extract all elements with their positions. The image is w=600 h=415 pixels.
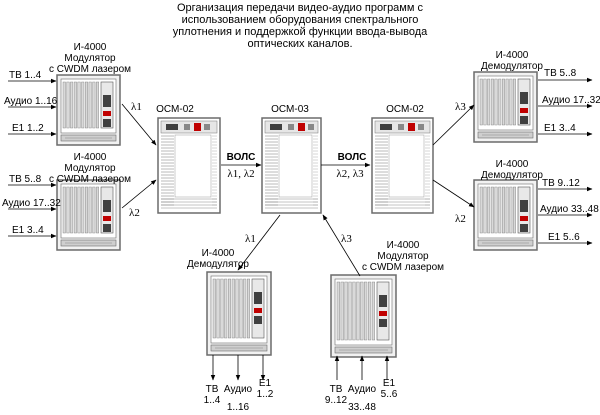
svg-text:Модулятор: Модулятор: [64, 53, 116, 64]
io-label: 5..6: [381, 389, 398, 400]
title-line-3: уплотнения и поддержкой функции ввода-вы…: [173, 26, 428, 38]
optical-links: λ1 λ2 ВОЛС λ1, λ2 ВОЛС λ2, λ3 λ3 λ2 λ1 λ…: [121, 101, 475, 277]
caption-dem-tr: И-4000 Демодулятор: [481, 50, 543, 72]
svg-text:Модулятор: Модулятор: [377, 251, 429, 262]
rack-dem-tr: [473, 71, 538, 143]
lambda-1-label: λ1: [131, 101, 142, 113]
osm-center: [261, 117, 322, 214]
svg-text:И-4000: И-4000: [74, 42, 107, 53]
io-label: Аудио 1..16: [4, 96, 58, 107]
rack-dem-mr: [473, 179, 538, 251]
io-label: 1..2: [257, 389, 274, 400]
svg-text:Демодулятор: Демодулятор: [481, 170, 543, 181]
io-label: E1 3..4: [12, 225, 44, 236]
io-label: 9..12: [325, 395, 348, 406]
io-label: ТВ 5..8: [9, 174, 42, 185]
rack-dem-bot: [206, 271, 272, 356]
svg-text:И-4000: И-4000: [496, 50, 529, 61]
volc-left-label: ВОЛС: [227, 152, 256, 163]
osm-right-label: ОСМ-02: [386, 104, 424, 115]
io-dem-mr: ТВ 9..12 Аудио 33..48 E1 5..6: [538, 178, 599, 246]
osm-right: [371, 117, 434, 214]
io-label: Аудио 17..32: [542, 95, 600, 106]
svg-text:И-4000: И-4000: [387, 240, 420, 251]
io-label: ТВ 5..8: [544, 68, 577, 79]
volc-left-lambdas: λ1, λ2: [227, 168, 254, 180]
lambda-3-label-right: λ3: [455, 101, 466, 113]
svg-text:с CWDM лазером: с CWDM лазером: [49, 174, 131, 185]
io-label: E1 3..4: [544, 123, 576, 134]
lambda-2-label: λ2: [129, 207, 140, 219]
io-label: 1..4: [204, 395, 221, 406]
svg-text:И-4000: И-4000: [74, 152, 107, 163]
io-mod-bot: ТВ 9..12 Аудио 33..48 E1 5..6: [325, 355, 398, 413]
io-mod-mid: ТВ 5..8 Аудио 17..32 E1 3..4: [2, 174, 61, 239]
osm-left: [157, 117, 221, 214]
io-label: Аудио: [224, 384, 253, 395]
caption-mod-mid: И-4000 Модулятор с CWDM лазером: [49, 152, 131, 185]
io-label: ТВ: [330, 384, 343, 395]
io-label: E1: [259, 378, 272, 389]
svg-text:Модулятор: Модулятор: [64, 163, 116, 174]
lambda-3-label-bottom: λ3: [341, 233, 352, 245]
svg-text:И-4000: И-4000: [496, 159, 529, 170]
io-mod-top: ТВ 1..4 Аудио 1..16 E1 1..2: [4, 70, 58, 137]
rack-mod-bot: [330, 274, 397, 358]
io-label: ТВ: [206, 384, 219, 395]
rack-mod-top: [56, 74, 121, 146]
svg-text:с CWDM лазером: с CWDM лазером: [49, 64, 131, 75]
io-label: Аудио: [348, 384, 377, 395]
io-label: E1: [383, 378, 396, 389]
title-line-4: оптических каналов.: [247, 38, 352, 50]
lambda-2-label-right: λ2: [455, 213, 466, 225]
io-dem-tr: ТВ 5..8 Аудио 17..32 E1 3..4: [538, 68, 600, 137]
caption-mod-top: И-4000 Модулятор с CWDM лазером: [49, 42, 131, 75]
rack-mod-mid: [56, 179, 121, 251]
osm-left-label: ОСМ-02: [156, 104, 194, 115]
io-label: ТВ 1..4: [9, 70, 42, 81]
title-line-2: использованием оборудования спектральног…: [182, 14, 419, 26]
io-label: 33..48: [348, 402, 376, 413]
volc-right-lambdas: λ2, λ3: [336, 168, 364, 180]
io-label: Аудио 17..32: [2, 198, 61, 209]
io-dem-bot: ТВ 1..4 Аудио 1..16 E1 1..2: [204, 355, 274, 413]
io-label: E1 1..2: [12, 123, 44, 134]
osm-center-label: ОСМ-03: [271, 104, 309, 115]
volc-right-label: ВОЛС: [338, 152, 367, 163]
io-label: 1..16: [227, 402, 250, 413]
io-label: ТВ 9..12: [542, 178, 580, 189]
io-label: Аудио 33..48: [540, 204, 599, 215]
caption-dem-bot: И-4000 Демодулятор: [187, 248, 249, 270]
svg-text:с CWDM лазером: с CWDM лазером: [362, 262, 444, 273]
lambda-1-label-bottom: λ1: [245, 233, 256, 245]
title-line-1: Организация передачи видео-аудио програм…: [177, 2, 423, 14]
io-label: E1 5..6: [548, 232, 580, 243]
svg-text:И-4000: И-4000: [202, 248, 235, 259]
caption-mod-bot: И-4000 Модулятор с CWDM лазером: [362, 240, 444, 273]
caption-dem-mr: И-4000 Демодулятор: [481, 159, 543, 181]
svg-text:Демодулятор: Демодулятор: [481, 61, 543, 72]
diagram-title: Организация передачи видео-аудио програм…: [173, 2, 428, 50]
svg-text:Демодулятор: Демодулятор: [187, 259, 249, 270]
